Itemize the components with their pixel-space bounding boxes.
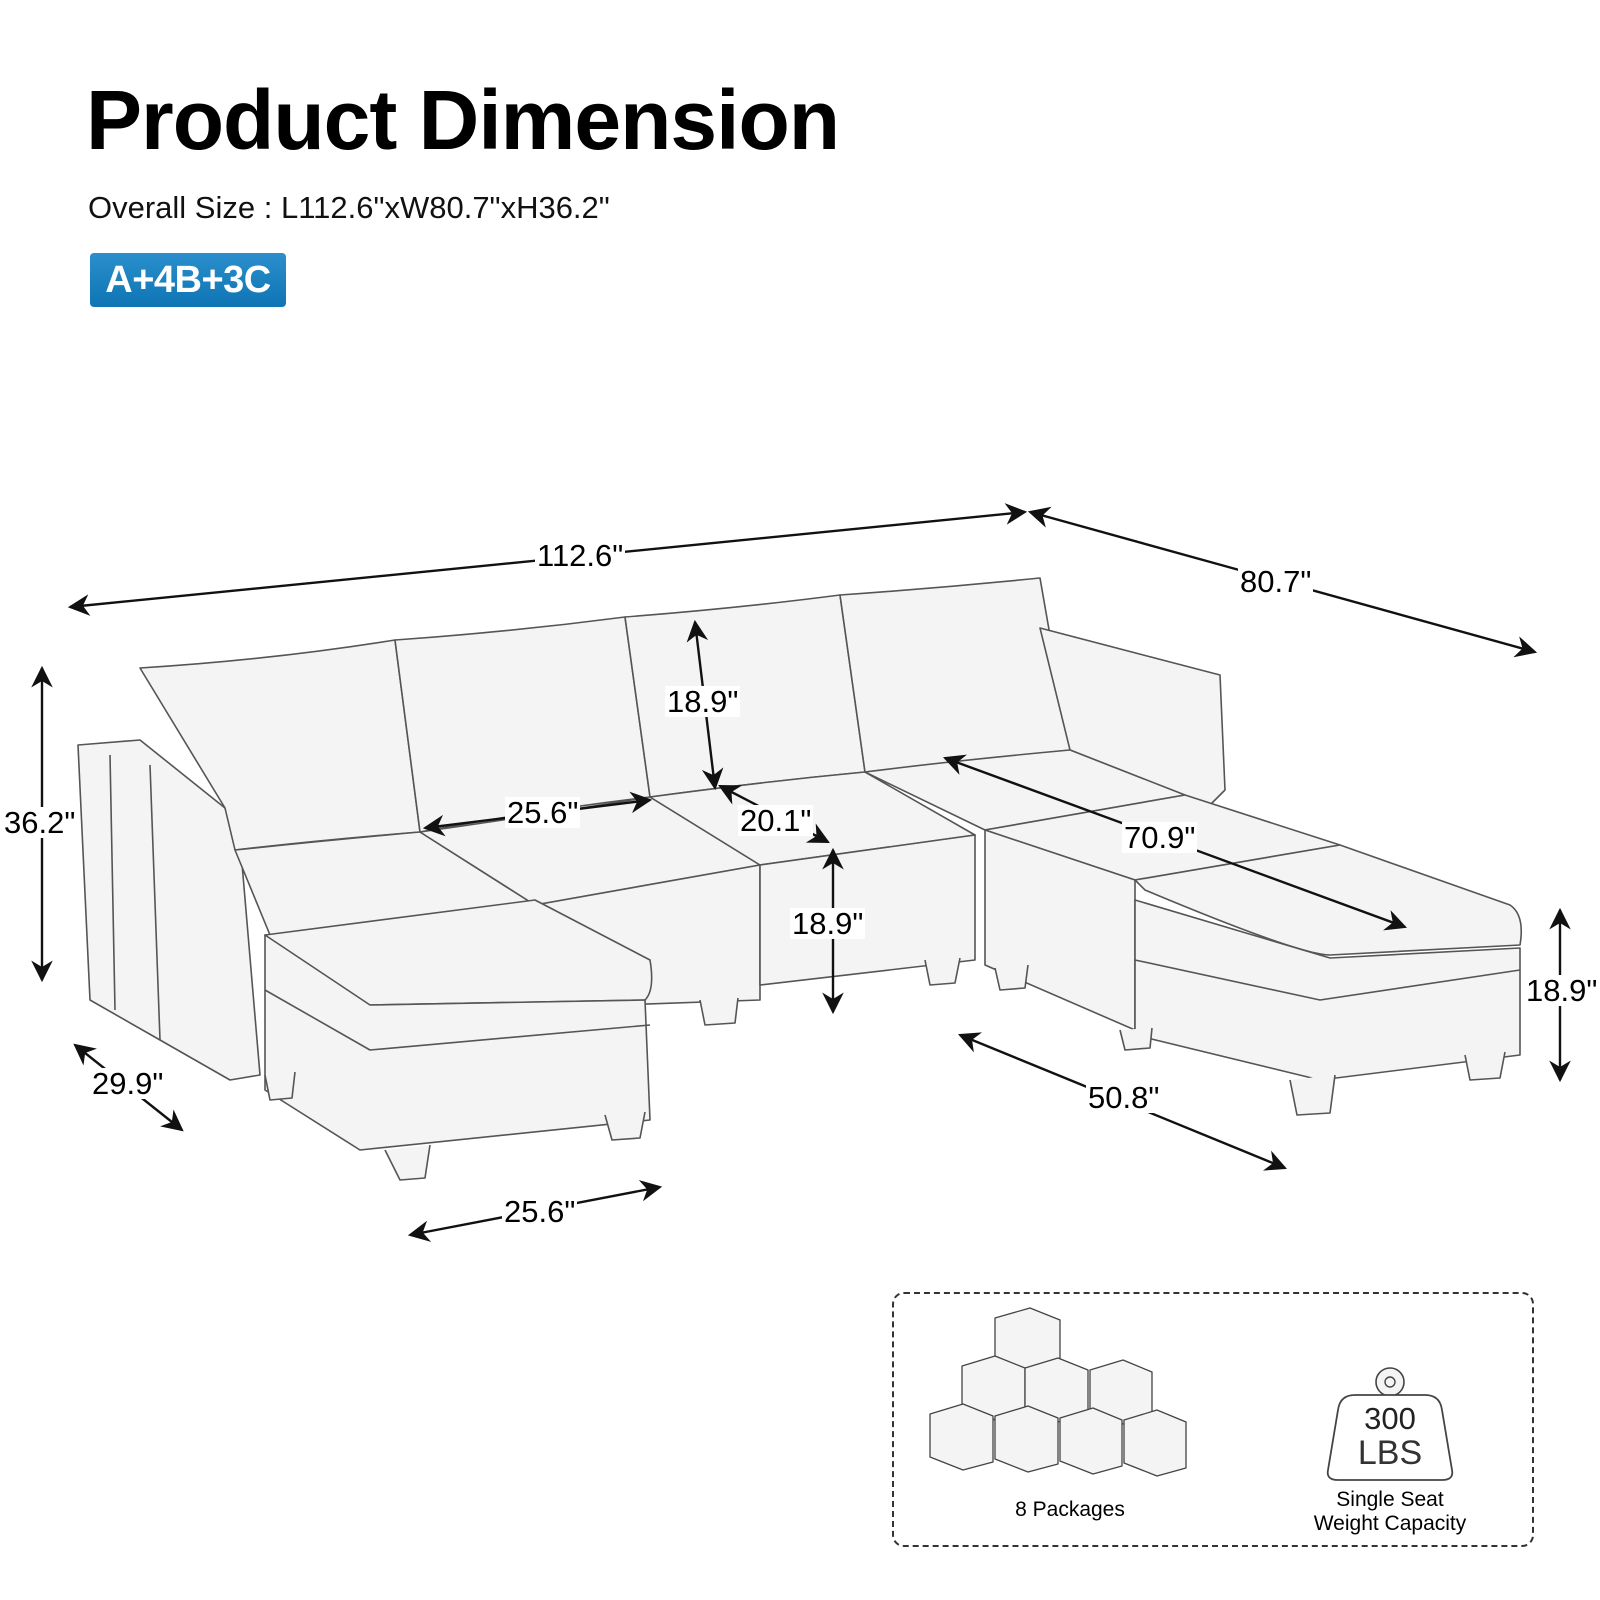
weight-capacity-value: 300 (1364, 1401, 1416, 1436)
configuration-badge: A+4B+3C (90, 253, 286, 307)
dimension-ottoman-height: 18.9" (1524, 973, 1600, 1008)
page-title: Product Dimension (86, 73, 840, 167)
overall-size: Overall Size : L112.6"xW80.7"xH36.2" (88, 190, 610, 225)
dimension-ottoman-width: 25.6" (502, 1194, 578, 1229)
weight-capacity-unit: LBS (1357, 1434, 1423, 1472)
dimension-chaise-length: 70.9" (1122, 820, 1198, 855)
package-info-panel (892, 1292, 1534, 1547)
packages-label: 8 Packages (1015, 1498, 1125, 1521)
dimension-arm-depth: 29.9" (90, 1066, 166, 1101)
weight-label-line2: Weight Capacity (1313, 1512, 1467, 1536)
dimension-overall-length: 112.6" (535, 538, 626, 573)
dimension-seat-width: 25.6" (505, 795, 581, 830)
dimension-overall-height: 36.2" (2, 805, 78, 840)
dimension-overall-width: 80.7" (1238, 564, 1314, 599)
dimension-seat-height: 18.9" (790, 906, 866, 941)
dimension-seat-depth: 20.1" (738, 803, 814, 838)
dimension-chaise-base-length: 50.8" (1086, 1080, 1162, 1115)
weight-label-line1: Single Seat (1336, 1488, 1444, 1511)
weight-capacity-label: Single Seat Weight Capacity (1300, 1488, 1480, 1536)
dimension-backrest-height: 18.9" (665, 684, 741, 719)
